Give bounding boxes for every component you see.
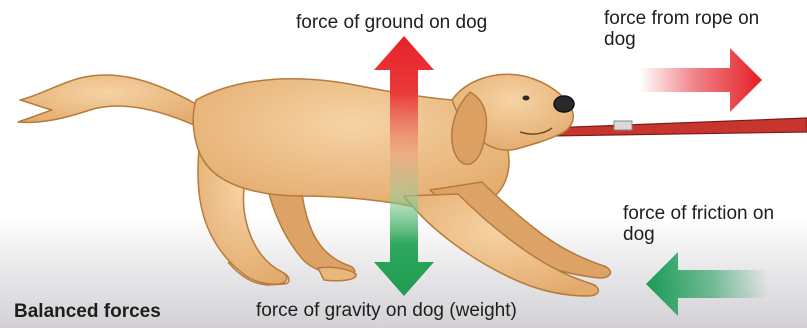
label-gravity-force: force of gravity on dog (weight) <box>256 300 517 321</box>
dog <box>18 74 610 296</box>
label-friction-force: force of friction on dog <box>623 203 798 245</box>
caption-title: Balanced forces <box>14 301 161 323</box>
label-ground-force: force of ground on dog <box>296 12 487 33</box>
leash <box>548 118 807 136</box>
rope-force-arrow <box>640 48 762 112</box>
friction-force-arrow <box>646 252 768 316</box>
label-rope-force: force from rope on dog <box>604 8 774 50</box>
